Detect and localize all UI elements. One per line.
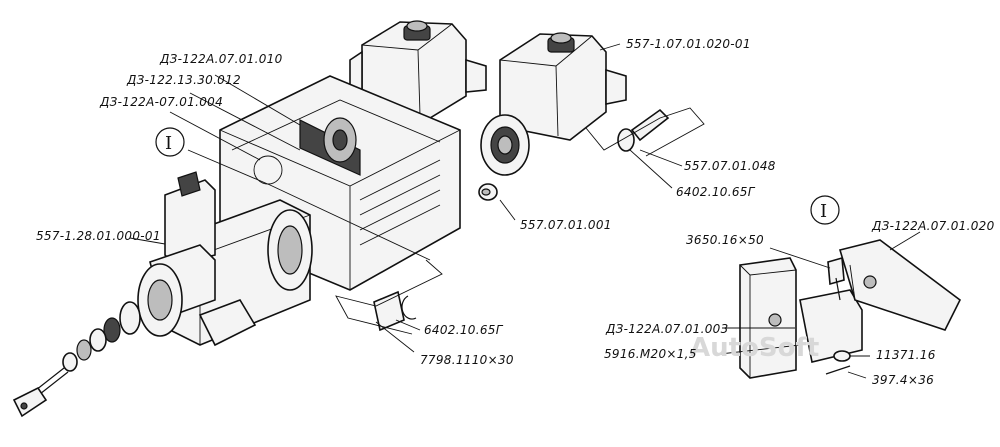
- rear-master-cylinder: [349, 20, 487, 119]
- label-dz122a-0701004: ДЗ-122А-07.01.004: [99, 95, 223, 109]
- callout-1: I: [155, 127, 185, 157]
- label-557-128010000: 557-1.28.01.000-01: [36, 229, 161, 243]
- label-dz122a-0701003: ДЗ-122А.07.01.003: [605, 322, 729, 336]
- detail-bracket: [719, 231, 962, 379]
- small-parts: [373, 108, 670, 332]
- label-dz122-133012: ДЗ-122.13.30.012: [126, 73, 241, 87]
- label-557070148: 557.07.01.048: [684, 159, 776, 173]
- label-557-1070102001: 557-1.07.01.020-01: [626, 37, 751, 51]
- detail-ring: [253, 155, 283, 185]
- label-64021065g-top: 6402.10.65Г: [676, 185, 756, 199]
- label-36501650: 3650.16×50: [686, 233, 764, 247]
- pushrod-parts: [12, 301, 141, 418]
- label-5916-m20: 5916.М20×1,5: [604, 347, 697, 361]
- callout-2-text: I: [820, 201, 827, 222]
- label-557070101: 557.07.01.001: [520, 218, 612, 232]
- label-7798111030: 7798.1110×30: [420, 353, 514, 367]
- label-dz122a-070101020: ДЗ-122А.07.01.020: [871, 219, 995, 233]
- callout-1-text: I: [165, 133, 172, 154]
- label-64021065g-bottom: 6402.10.65Г: [424, 323, 504, 337]
- label-dz122a-070101010: ДЗ-122А.07.01.010: [159, 52, 283, 66]
- label-397436: 397.4×36: [872, 373, 934, 387]
- front-master-cylinder: [480, 32, 627, 176]
- label-1137116: 11371.16: [876, 348, 936, 362]
- callout-2: I: [810, 195, 840, 225]
- watermark: AutoSoft: [690, 333, 819, 363]
- leader-lines: [129, 43, 705, 353]
- brake-valve-assembly: [137, 171, 313, 347]
